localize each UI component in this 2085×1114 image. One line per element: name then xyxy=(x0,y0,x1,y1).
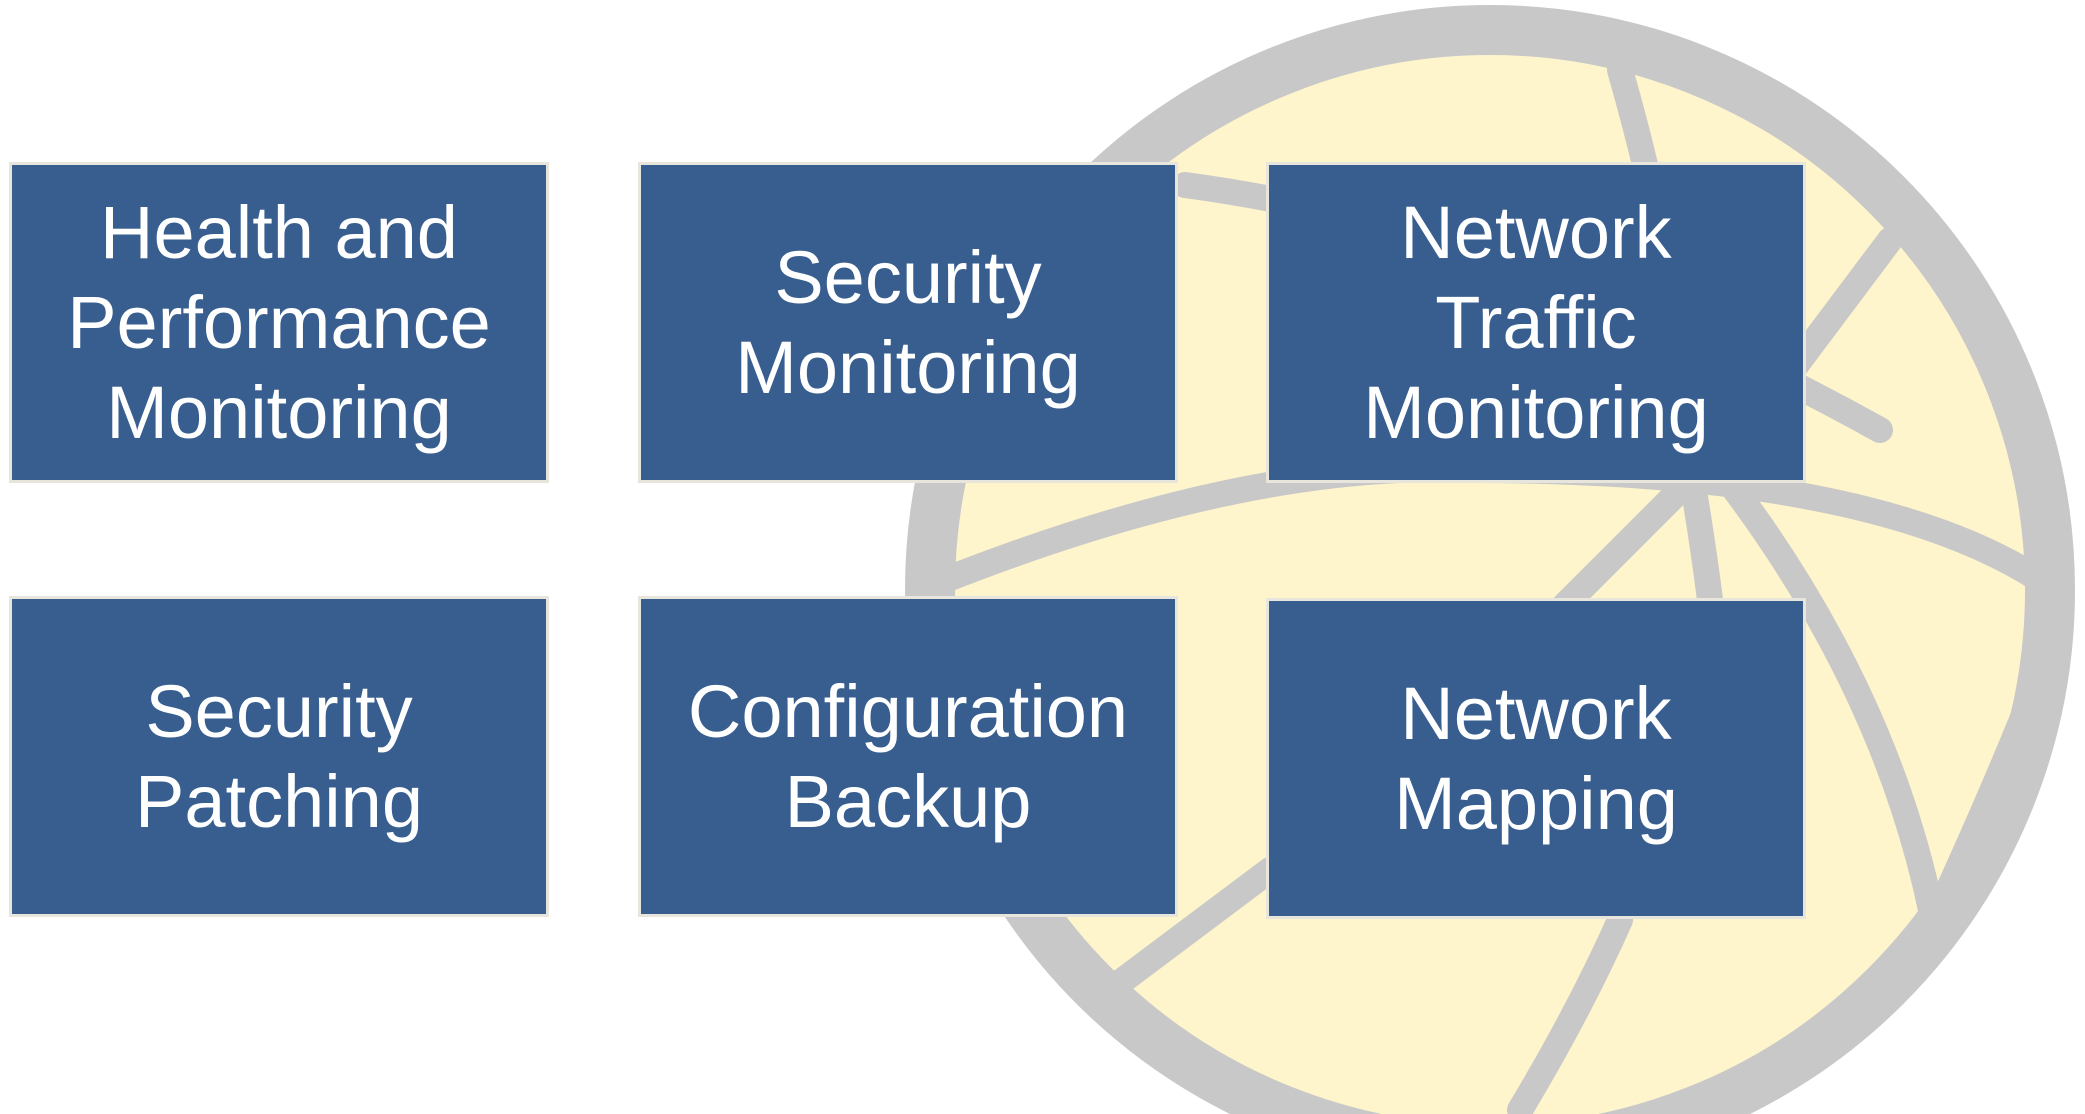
globe-line-right-meridian xyxy=(1707,457,1948,943)
security-monitoring-box: Security Monitoring xyxy=(638,162,1178,483)
health-performance-monitoring-label: Health and Performance Monitoring xyxy=(67,190,491,454)
globe-line-lower-diagonal xyxy=(1097,857,1283,1003)
globe-line-right-lower xyxy=(1917,687,2043,943)
security-patching-label: Security Patching xyxy=(135,669,423,843)
configuration-backup-label: Configuration Backup xyxy=(687,669,1129,843)
configuration-backup-box: Configuration Backup xyxy=(638,596,1178,917)
globe-line-bottom-meridian xyxy=(1507,907,1633,1114)
network-traffic-monitoring-label: Network Traffic Monitoring xyxy=(1363,190,1709,454)
network-traffic-monitoring-box: Network Traffic Monitoring xyxy=(1266,162,1806,483)
network-mapping-label: Network Mapping xyxy=(1394,671,1678,845)
network-mapping-box: Network Mapping xyxy=(1266,598,1806,919)
security-monitoring-label: Security Monitoring xyxy=(735,235,1081,409)
security-patching-box: Security Patching xyxy=(9,596,549,917)
health-performance-monitoring-box: Health and Performance Monitoring xyxy=(9,162,549,483)
